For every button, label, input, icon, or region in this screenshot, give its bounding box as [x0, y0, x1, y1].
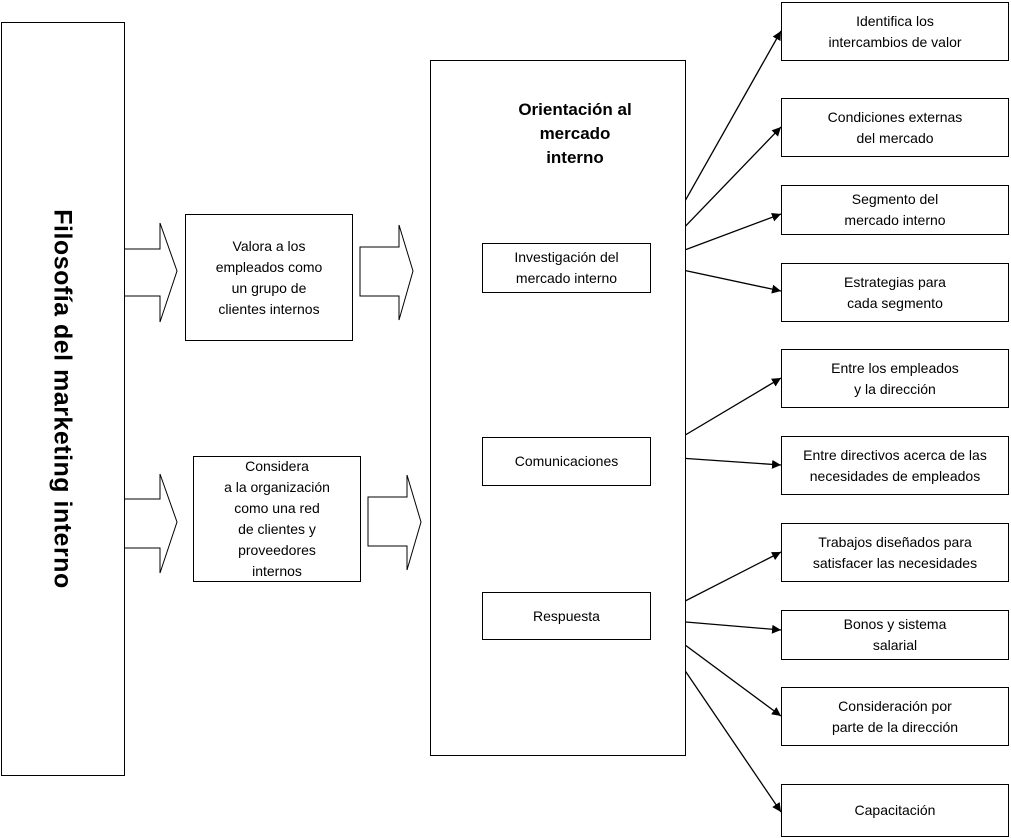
- outcome-communications-2: Entre directivos acerca de las necesidad…: [781, 436, 1009, 495]
- outcome-text: Identifica los intercambios de valor: [828, 12, 962, 50]
- outcome-research-1: Identifica los intercambios de valor: [781, 2, 1009, 61]
- outcome-text: Capacitación: [854, 802, 936, 818]
- outcome-text: Entre directivos acerca de las necesidad…: [803, 446, 987, 484]
- value-employees-text: Valora a los empleados como un grupo de …: [215, 237, 323, 317]
- value-employees-box: Valora a los empleados como un grupo de …: [185, 214, 353, 341]
- outcome-response-2: Bonos y sistema salarial: [781, 610, 1009, 660]
- philosophy-panel: [1, 22, 125, 776]
- outcome-response-3: Consideración por parte de la dirección: [781, 687, 1009, 746]
- outcome-response-1: Trabajos diseñados para satisfacer las n…: [781, 523, 1009, 582]
- outcome-research-4: Estrategias para cada segmento: [781, 263, 1009, 322]
- outcome-communications-1: Entre los empleados y la dirección: [781, 349, 1009, 408]
- orientation-title: Orientación al mercado interno: [518, 100, 632, 167]
- outcome-response-4: Capacitación: [781, 784, 1009, 837]
- organization-network-text: Considera a la organización como una red…: [224, 458, 330, 579]
- outcome-text: Bonos y sistema salarial: [843, 616, 947, 653]
- block-arrow-philosophy-to-value: [123, 222, 178, 323]
- philosophy-title: Filosofía del marketing interno: [48, 209, 77, 589]
- outcome-text: Trabajos diseñados para satisfacer las n…: [812, 533, 978, 571]
- outcome-research-3: Segmento del mercado interno: [781, 185, 1009, 235]
- organization-network-box: Considera a la organización como una red…: [193, 456, 361, 582]
- response-text: Respuesta: [533, 607, 600, 624]
- orientation-panel: [430, 60, 686, 756]
- response-box: Respuesta: [482, 592, 651, 640]
- outcome-text: Consideración por parte de la dirección: [831, 697, 959, 735]
- block-arrow-network-to-orientation: [367, 474, 422, 571]
- research-text: Investigación del mercado interno: [514, 249, 619, 286]
- outcome-text: Segmento del mercado interno: [844, 191, 946, 228]
- outcome-text: Entre los empleados y la dirección: [831, 359, 959, 397]
- communications-text: Comunicaciones: [514, 453, 619, 469]
- block-arrow-value-to-orientation: [359, 224, 414, 321]
- outcome-text: Estrategias para cada segmento: [844, 273, 946, 311]
- research-box: Investigación del mercado interno: [482, 243, 651, 293]
- outcome-research-2: Condiciones externas del mercado: [781, 98, 1009, 157]
- outcome-text: Condiciones externas del mercado: [827, 108, 963, 146]
- communications-box: Comunicaciones: [482, 437, 651, 486]
- block-arrow-philosophy-to-network: [123, 473, 178, 574]
